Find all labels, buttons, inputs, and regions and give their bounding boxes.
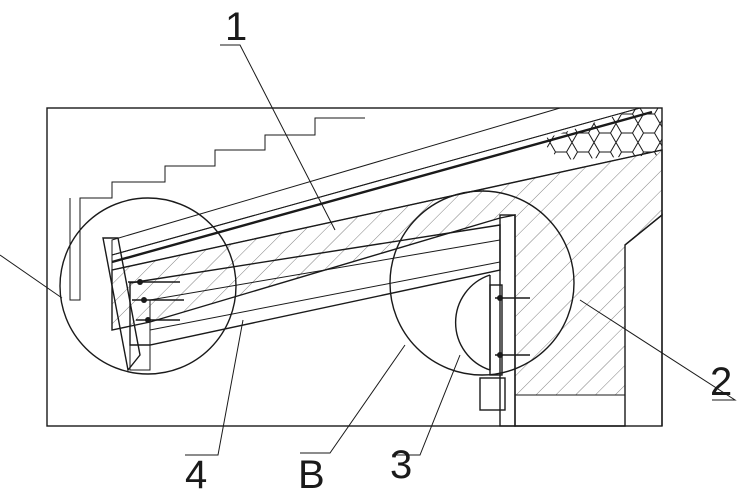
right-anchor-bolts	[479, 295, 530, 411]
hexagon-fill-zone	[540, 108, 662, 160]
wall-base	[514, 394, 626, 427]
left-anchor-bolts	[128, 279, 184, 323]
membrane-line	[111, 110, 653, 264]
callout-2: 2	[710, 360, 732, 404]
detail-circle-left	[59, 197, 237, 375]
right-wall	[624, 213, 663, 426]
slab-hatching	[112, 150, 662, 395]
steel-beam	[129, 224, 501, 346]
leader-lines	[0, 44, 737, 456]
callout-1: 1	[225, 5, 247, 49]
left-plate	[102, 237, 141, 372]
second-screed-layer	[111, 107, 663, 271]
detail-circle-b	[389, 190, 575, 376]
callout-b: B	[298, 453, 325, 497]
callout-3: 3	[390, 443, 412, 487]
semicircle-bracket	[454, 274, 491, 371]
callout-4: 4	[185, 453, 207, 497]
stair-outline	[69, 117, 365, 301]
wall-post	[499, 214, 516, 427]
